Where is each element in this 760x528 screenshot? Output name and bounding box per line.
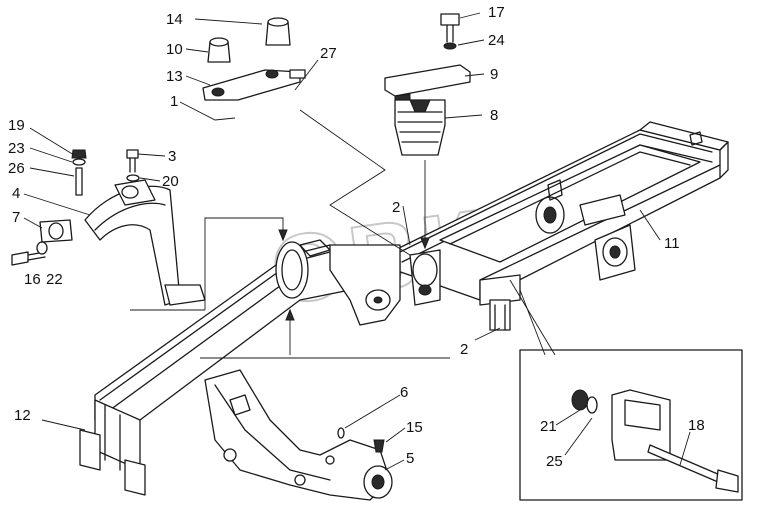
stud-26 <box>71 149 87 196</box>
callout-21: 21 <box>540 418 557 435</box>
pins-and-plate <box>202 17 306 101</box>
bushing-8 <box>394 99 446 156</box>
callout-17: 17 <box>488 4 505 21</box>
callout-1: 1 <box>170 93 178 110</box>
callout-25: 25 <box>546 453 563 470</box>
callout-14: 14 <box>166 11 183 28</box>
grease-fitting-15 <box>373 439 385 453</box>
callout-labels: 14 10 13 1 27 17 24 9 8 19 23 26 4 7 16 … <box>8 4 705 470</box>
axle-support-part-5 <box>204 369 393 501</box>
frame-rear-part-11 <box>394 121 729 301</box>
bolt-17 <box>440 13 460 50</box>
pin-6 <box>337 427 345 439</box>
callout-26: 26 <box>8 160 25 177</box>
leader-lines <box>23 12 691 471</box>
pivot-cross-member <box>329 244 521 331</box>
callout-8: 8 <box>490 107 498 124</box>
callout-16: 16 <box>24 271 41 288</box>
callout-15: 15 <box>406 419 423 436</box>
front-beam-part-12 <box>79 244 401 496</box>
callout-3: 3 <box>168 148 176 165</box>
callout-9: 9 <box>490 66 498 83</box>
callout-2-upper: 2 <box>392 199 400 216</box>
callout-20: 20 <box>162 173 179 190</box>
callout-7: 7 <box>12 209 20 226</box>
callout-23: 23 <box>8 140 25 157</box>
callout-13: 13 <box>166 68 183 85</box>
bolt-18 <box>647 444 739 493</box>
callout-2-lower: 2 <box>460 341 468 358</box>
callout-18: 18 <box>688 417 705 434</box>
bolt-16 <box>11 241 48 266</box>
callout-10: 10 <box>166 41 183 58</box>
callout-5: 5 <box>406 450 414 467</box>
assembly-guides <box>130 109 556 359</box>
inset-box <box>519 349 743 501</box>
washer-21 <box>571 389 598 414</box>
callout-6: 6 <box>400 384 408 401</box>
bolt-3 <box>126 149 140 182</box>
callout-4: 4 <box>12 185 20 202</box>
callout-12: 12 <box>14 407 31 424</box>
callout-22: 22 <box>46 271 63 288</box>
stand-part-4 <box>39 179 206 306</box>
callout-11: 11 <box>664 235 680 252</box>
callout-24: 24 <box>488 32 505 49</box>
callout-27: 27 <box>320 45 337 62</box>
callout-19: 19 <box>8 117 25 134</box>
